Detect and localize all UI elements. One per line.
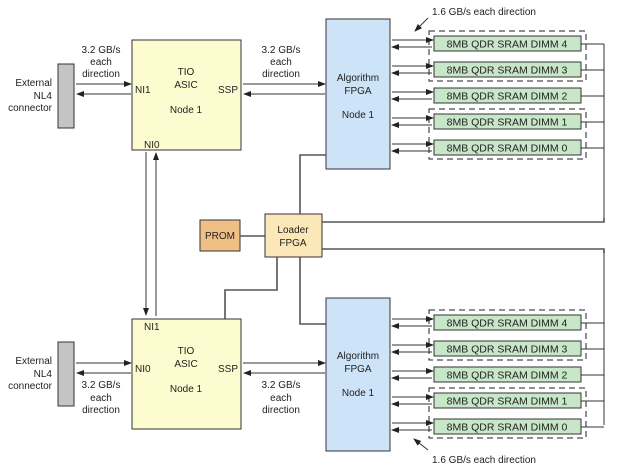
bottom-left-link-label-3: direction bbox=[82, 405, 120, 416]
bottom-nl4-connector bbox=[57, 341, 75, 407]
bottom-right-link-label-3: direction bbox=[262, 405, 300, 416]
top-bandwidth-pointer bbox=[414, 17, 429, 32]
top-dimm-row: 8MB QDR SRAM DIMM 0 bbox=[391, 139, 604, 156]
bottom-right-link-label-2: each bbox=[270, 393, 292, 404]
bottom-dimm-group-1-0 bbox=[428, 387, 587, 439]
bottom-node: External NL4 connector 3.2 GB/s each dir… bbox=[8, 251, 605, 466]
bottom-dimm-label: 8MB QDR SRAM DIMM 0 bbox=[447, 422, 568, 434]
bottom-dimm-label: 8MB QDR SRAM DIMM 1 bbox=[447, 396, 568, 408]
bottom-bandwidth-pointer bbox=[413, 438, 429, 451]
loader-to-top-fpga-line bbox=[299, 154, 326, 214]
bottom-dimm-label: 8MB QDR SRAM DIMM 3 bbox=[447, 344, 568, 356]
bottom-fpga-title-2: FPGA bbox=[344, 364, 372, 375]
bottom-left-link-label-2: each bbox=[90, 393, 112, 404]
top-dimm-group-1-0 bbox=[428, 108, 587, 160]
top-dimm-label: 8MB QDR SRAM DIMM 4 bbox=[447, 39, 568, 51]
prom-label: PROM bbox=[205, 231, 235, 242]
bottom-dimm-label: 8MB QDR SRAM DIMM 2 bbox=[447, 370, 568, 382]
top-asic-title-2: ASIC bbox=[174, 80, 197, 91]
top-connector-label-1: External bbox=[15, 78, 52, 89]
bottom-fpga-title-1: Algorithm bbox=[337, 351, 379, 362]
top-left-link-label-2: each bbox=[90, 57, 112, 68]
center-section: PROM Loader FPGA bbox=[143, 152, 605, 325]
bottom-right-link-label-1: 3.2 GB/s bbox=[262, 380, 301, 391]
top-tio-asic bbox=[131, 39, 242, 151]
bottom-dimm-row: 8MB QDR SRAM DIMM 2 bbox=[391, 366, 604, 383]
top-algorithm-fpga bbox=[325, 18, 391, 170]
bottom-dimm-bandwidth-label: 1.6 GB/s each direction bbox=[432, 455, 536, 466]
top-right-link-label-1: 3.2 GB/s bbox=[262, 45, 301, 56]
top-fpga-node: Node 1 bbox=[342, 110, 375, 121]
bottom-dimm-row: 8MB QDR SRAM DIMM 1 bbox=[391, 392, 604, 409]
bottom-connector-label-3: connector bbox=[8, 381, 53, 392]
bottom-left-link-label-1: 3.2 GB/s bbox=[82, 380, 121, 391]
top-connector-label-2: NL4 bbox=[34, 91, 53, 102]
loader-to-bottom-dimm-bus-line bbox=[322, 248, 605, 253]
top-asic-port-ni1: NI1 bbox=[135, 85, 151, 96]
top-nl4-connector bbox=[57, 63, 75, 129]
bottom-asic-title-2: ASIC bbox=[174, 359, 197, 370]
top-dimm-label: 8MB QDR SRAM DIMM 2 bbox=[447, 91, 568, 103]
bottom-connector-label-1: External bbox=[15, 356, 52, 367]
top-dimm-row: 8MB QDR SRAM DIMM 4 bbox=[391, 35, 604, 52]
top-dimm-row: 8MB QDR SRAM DIMM 3 bbox=[391, 61, 604, 78]
top-fpga-title-2: FPGA bbox=[344, 86, 372, 97]
loader-fpga-label-1: Loader bbox=[277, 225, 309, 236]
top-right-link-label-3: direction bbox=[262, 69, 300, 80]
top-right-link-label-2: each bbox=[270, 57, 292, 68]
top-dimm-group-4-3 bbox=[428, 30, 587, 82]
top-asic-port-ssp: SSP bbox=[218, 85, 238, 96]
bottom-dimm-label: 8MB QDR SRAM DIMM 4 bbox=[447, 318, 568, 330]
bottom-asic-port-ni1: NI1 bbox=[144, 322, 160, 333]
bottom-asic-node: Node 1 bbox=[170, 384, 203, 395]
bottom-algorithm-fpga bbox=[325, 297, 391, 452]
bottom-dimm-group-4-3 bbox=[428, 309, 587, 361]
top-node: External NL4 connector 3.2 GB/s each dir… bbox=[8, 7, 605, 220]
bottom-asic-port-ni0: NI0 bbox=[135, 364, 151, 375]
top-fpga-title-1: Algorithm bbox=[337, 73, 379, 84]
top-asic-node: Node 1 bbox=[170, 105, 203, 116]
bottom-tio-asic bbox=[131, 318, 242, 430]
bottom-dimm-row: 8MB QDR SRAM DIMM 0 bbox=[391, 418, 604, 435]
loader-fpga-label-2: FPGA bbox=[279, 238, 307, 249]
top-dimm-list: 8MB QDR SRAM DIMM 4 8MB QDR SRAM DIMM 3 8M… bbox=[391, 35, 604, 156]
top-dimm-bandwidth-label: 1.6 GB/s each direction bbox=[432, 7, 536, 18]
top-connector-label-3: connector bbox=[8, 103, 53, 114]
loader-to-bottom-fpga-line bbox=[299, 257, 326, 325]
top-dimm-row: 8MB QDR SRAM DIMM 1 bbox=[391, 113, 604, 130]
top-asic-title-1: TIO bbox=[178, 67, 195, 78]
top-dimm-row: 8MB QDR SRAM DIMM 2 bbox=[391, 87, 604, 104]
bottom-fpga-node: Node 1 bbox=[342, 388, 375, 399]
bottom-dimm-list: 8MB QDR SRAM DIMM 4 8MB QDR SRAM DIMM 3 8M… bbox=[391, 314, 604, 435]
bottom-asic-title-1: TIO bbox=[178, 346, 195, 357]
bottom-connector-label-2: NL4 bbox=[34, 369, 53, 380]
loader-to-top-dimm-bus-line bbox=[322, 218, 605, 223]
bottom-dimm-row: 8MB QDR SRAM DIMM 3 bbox=[391, 340, 604, 357]
top-left-link-label-1: 3.2 GB/s bbox=[82, 45, 121, 56]
top-dimm-label: 8MB QDR SRAM DIMM 0 bbox=[447, 143, 568, 155]
top-dimm-label: 8MB QDR SRAM DIMM 1 bbox=[447, 117, 568, 129]
bottom-asic-port-ssp: SSP bbox=[218, 364, 238, 375]
bottom-dimm-row: 8MB QDR SRAM DIMM 4 bbox=[391, 314, 604, 331]
loader-to-bottom-asic-line bbox=[224, 257, 278, 319]
loader-fpga bbox=[264, 213, 323, 258]
top-left-link-label-3: direction bbox=[82, 69, 120, 80]
top-asic-port-ni0: NI0 bbox=[144, 140, 160, 151]
top-dimm-label: 8MB QDR SRAM DIMM 3 bbox=[447, 65, 568, 77]
